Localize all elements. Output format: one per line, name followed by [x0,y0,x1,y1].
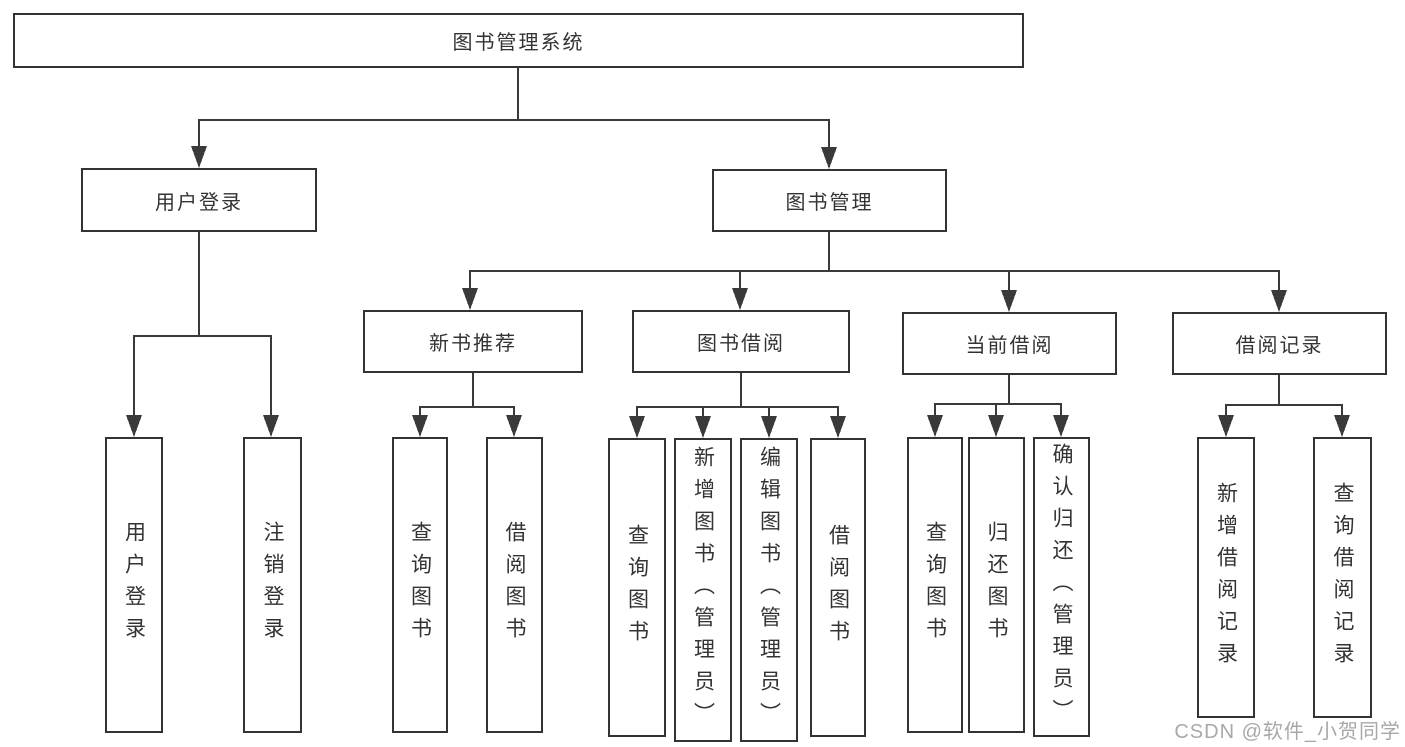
node-leaf-query-book-3: 查询图书 [907,437,963,733]
arrowhead-icon [1334,415,1350,437]
node-leaf-return-book-label: 归还图书 [985,521,1008,649]
arrowhead-icon [126,415,142,437]
node-leaf-query-book-1: 查询图书 [392,437,448,733]
connector-borrow-records-children [1218,375,1350,437]
arrowhead-icon [821,147,837,169]
node-leaf-edit-book: 编辑图书（管理员） [740,438,798,742]
node-borrow-records-label: 借阅记录 [1235,335,1324,357]
node-leaf-add-book-label: 新增图书（管理员） [691,446,715,734]
node-user-login: 用户登录 [81,168,317,232]
node-leaf-borrow-book-1: 借阅图书 [486,437,543,733]
connector-book-mgmt-children [462,232,1287,312]
node-book-borrow: 图书借阅 [632,310,850,373]
arrowhead-icon [927,415,943,437]
node-user-login-label: 用户登录 [155,191,243,214]
node-leaf-borrow-book-2: 借阅图书 [810,438,866,737]
arrowhead-icon [1001,290,1017,312]
arrowhead-icon [462,288,478,310]
arrowhead-icon [830,416,846,438]
connector-root-to-level2 [191,68,837,169]
arrowhead-icon [761,416,777,438]
node-book-borrow-label: 图书借阅 [697,333,785,355]
node-current-borrow-label: 当前借阅 [965,335,1054,357]
arrowhead-icon [191,146,207,168]
node-book-mgmt-label: 图书管理 [785,192,874,214]
node-book-mgmt: 图书管理 [712,169,947,232]
node-new-book-rec-label: 新书推荐 [429,333,517,355]
connector-current-borrow-children [927,375,1069,437]
node-leaf-query-book-3-label: 查询图书 [923,521,947,649]
arrowhead-icon [1053,415,1069,437]
node-leaf-edit-book-label: 编辑图书（管理员） [757,446,781,734]
node-leaf-confirm-return: 确认归还（管理员） [1033,437,1090,737]
connector-user-login-children [126,232,279,437]
node-leaf-query-book-1-label: 查询图书 [408,521,432,649]
arrowhead-icon [1218,415,1234,437]
node-leaf-add-book: 新增图书（管理员） [674,438,732,742]
node-leaf-query-borrow-record-label: 查询借阅记录 [1331,481,1354,674]
arrowhead-icon [412,415,428,437]
node-borrow-records: 借阅记录 [1172,312,1387,375]
node-leaf-user-login: 用户登录 [105,437,163,733]
node-root-label: 图书管理系统 [452,32,585,54]
arrowhead-icon [732,288,748,310]
node-leaf-logout: 注销登录 [243,437,302,733]
node-leaf-query-borrow-record: 查询借阅记录 [1313,437,1372,718]
node-leaf-logout-label: 注销登录 [261,521,284,649]
arrowhead-icon [1271,290,1287,312]
node-leaf-borrow-book-2-label: 借阅图书 [826,523,850,652]
connector-new-book-rec-children [412,373,522,437]
node-leaf-add-borrow-record-label: 新增借阅记录 [1214,481,1238,674]
connector-book-borrow-children [629,373,846,438]
arrowhead-icon [506,415,522,437]
node-leaf-query-book-2: 查询图书 [608,438,666,737]
node-leaf-return-book: 归还图书 [968,437,1025,733]
node-leaf-user-login-label: 用户登录 [122,521,146,649]
node-leaf-query-book-2-label: 查询图书 [625,523,649,652]
node-leaf-confirm-return-label: 确认归还（管理员） [1050,443,1073,731]
arrowhead-icon [263,415,279,437]
arrowhead-icon [695,416,711,438]
node-leaf-borrow-book-1-label: 借阅图书 [503,521,526,649]
node-root: 图书管理系统 [13,13,1024,68]
watermark: CSDN @软件_小贺同学 [1174,721,1401,743]
node-leaf-add-borrow-record: 新增借阅记录 [1197,437,1255,718]
arrowhead-icon [629,416,645,438]
node-current-borrow: 当前借阅 [902,312,1117,375]
node-new-book-rec: 新书推荐 [363,310,583,373]
arrowhead-icon [988,415,1004,437]
